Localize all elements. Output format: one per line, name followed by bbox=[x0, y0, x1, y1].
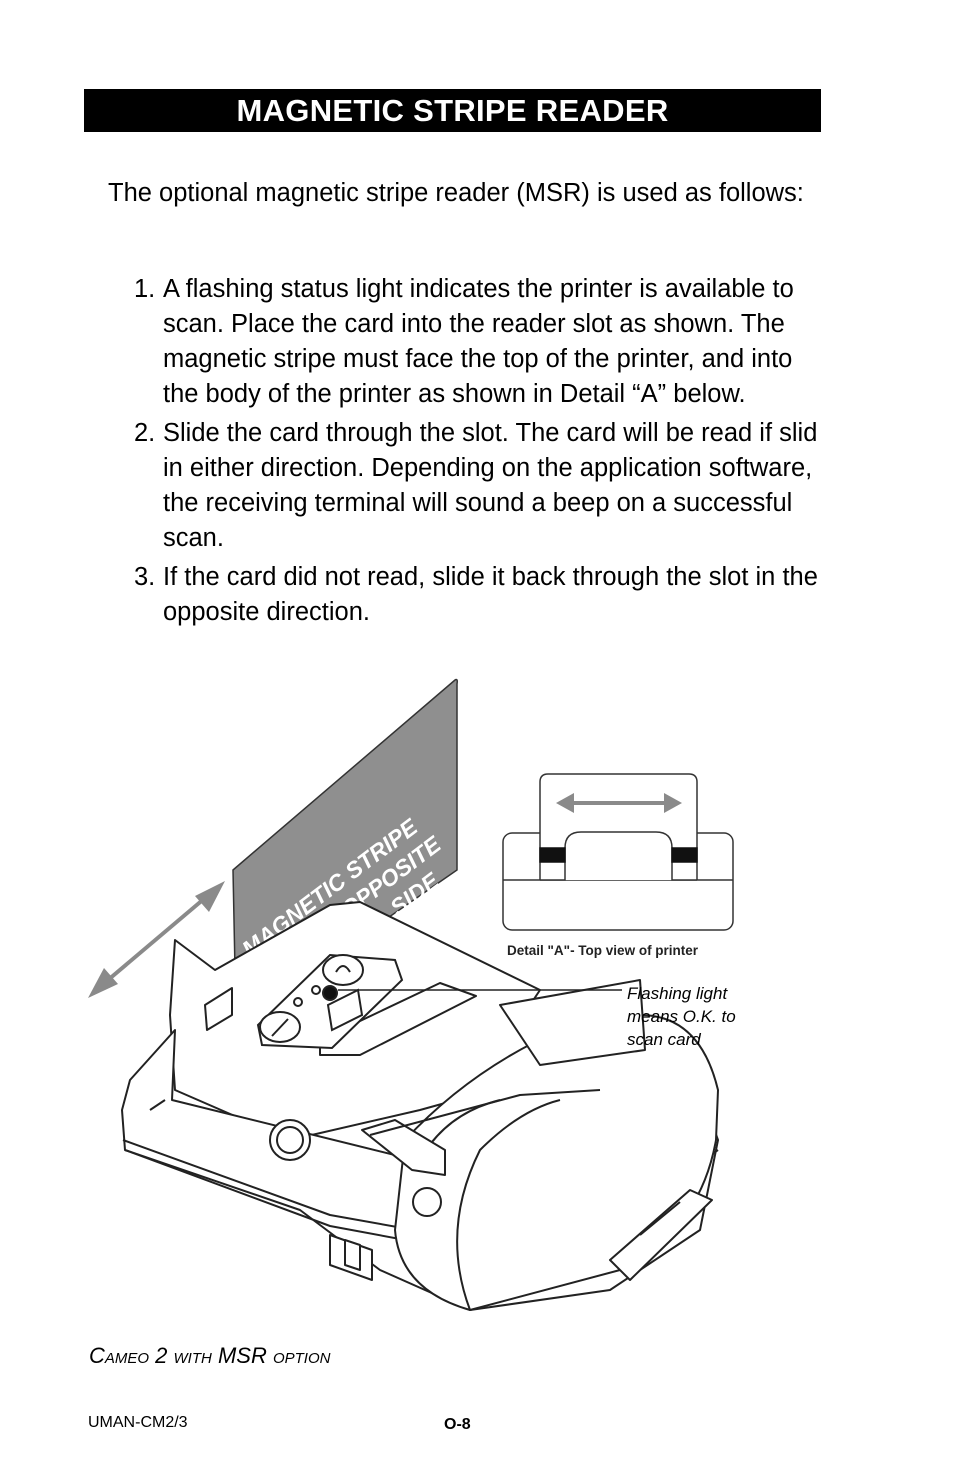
detail-slide-arrow-icon bbox=[556, 793, 682, 813]
intro-paragraph: The optional magnetic stripe reader (MSR… bbox=[108, 179, 804, 207]
callout-line1: Flashing light bbox=[627, 984, 728, 1003]
detail-a-label: Detail "A"- Top view of printer bbox=[507, 943, 699, 958]
step-text: If the card did not read, slide it back … bbox=[163, 563, 818, 626]
printer-body bbox=[121, 901, 719, 1311]
step-number: 3. bbox=[134, 563, 156, 591]
step-number: 2. bbox=[134, 419, 156, 447]
list-item: 2. Slide the card through the slot. The … bbox=[134, 416, 824, 556]
callout-line3: scan card bbox=[627, 1030, 701, 1049]
control-panel bbox=[256, 953, 404, 1050]
document-id: UMAN-CM2/3 bbox=[88, 1414, 188, 1431]
card-slide-arrow-icon bbox=[88, 881, 225, 998]
step-text: Slide the card through the slot. The car… bbox=[163, 419, 818, 552]
detail-a-top-view bbox=[502, 773, 734, 931]
step-number: 1. bbox=[134, 275, 156, 303]
instruction-list: 1. A flashing status light indicates the… bbox=[134, 272, 824, 634]
figure-caption: Cameo 2 with MSR option bbox=[89, 1343, 331, 1368]
callout-line2: means O.K. to bbox=[627, 1007, 736, 1026]
list-item: 3. If the card did not read, slide it ba… bbox=[134, 560, 824, 630]
list-item: 1. A flashing status light indicates the… bbox=[134, 272, 824, 412]
printer-msr-illustration: MAGNETIC STRIPE FACES OPPOSITE SIDE bbox=[88, 678, 736, 1311]
page-number: O-8 bbox=[444, 1416, 471, 1433]
feed-button[interactable] bbox=[322, 954, 364, 986]
status-light-icon bbox=[322, 985, 338, 1001]
section-title: MAGNETIC STRIPE READER bbox=[84, 89, 821, 132]
step-text: A flashing status light indicates the pr… bbox=[163, 275, 794, 408]
